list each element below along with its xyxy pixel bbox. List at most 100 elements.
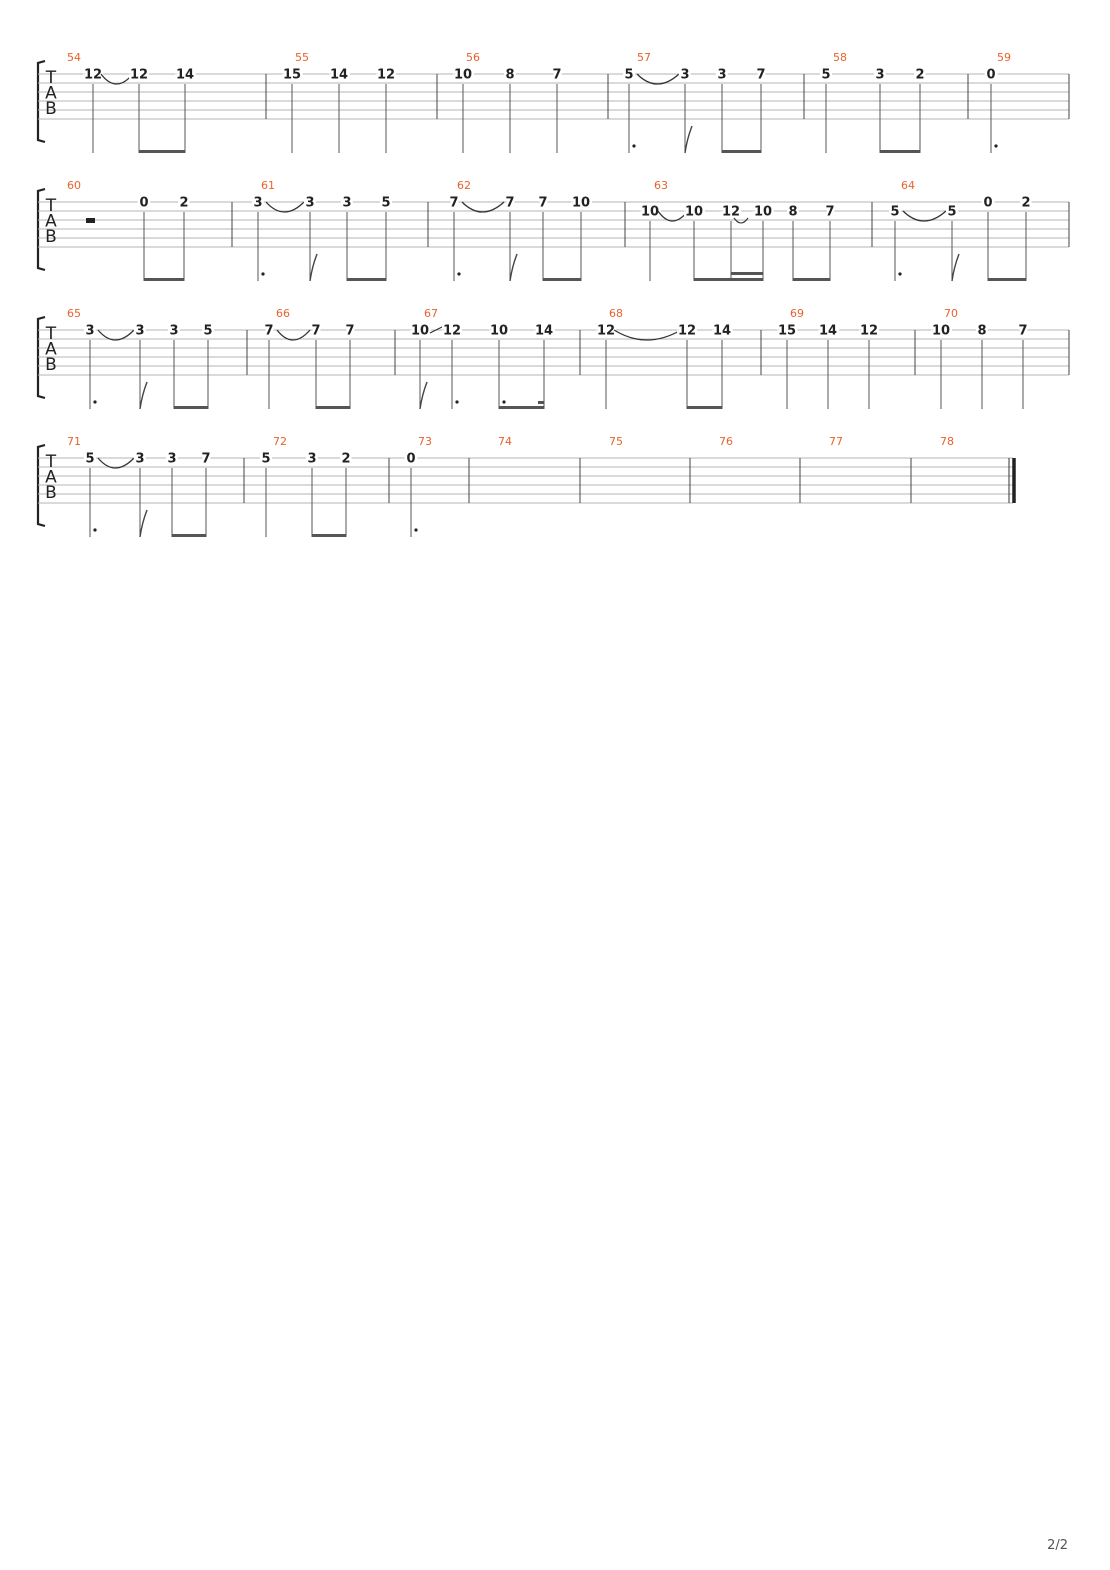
measure-number: 65 (67, 307, 81, 320)
tab-clef-letter: T (45, 452, 57, 472)
measure-number: 68 (609, 307, 623, 320)
fret-number: 14 (330, 68, 348, 83)
page-number: 2/2 (1047, 1538, 1068, 1553)
tie-arc (636, 73, 680, 85)
fret-number: 5 (203, 324, 212, 339)
measure-number: 58 (833, 51, 847, 64)
fret-number: 2 (915, 68, 924, 83)
measure-number: 54 (67, 51, 81, 64)
duration-dot (455, 400, 459, 404)
duration-dot (93, 400, 97, 404)
beam (499, 406, 544, 409)
fret-number: 5 (624, 68, 633, 83)
fret-number: 12 (597, 324, 615, 339)
tab-clef-letter: B (45, 99, 57, 119)
measure-number: 57 (637, 51, 651, 64)
measure: 730 (404, 435, 432, 537)
beam (316, 406, 350, 409)
tie-arc (902, 210, 947, 222)
beam (694, 278, 763, 281)
partial-beam (538, 401, 544, 404)
fret-number: 5 (381, 196, 390, 211)
tab-clef-letter: B (45, 483, 57, 503)
measure-number: 56 (466, 51, 480, 64)
measure-number: 64 (901, 179, 915, 192)
tab-clef-letter: T (45, 196, 57, 216)
fret-number: 3 (253, 196, 262, 211)
measure-number: 78 (940, 435, 954, 448)
fret-number: 10 (490, 324, 508, 339)
fret-number: 10 (641, 205, 659, 220)
tie-arc (100, 73, 134, 85)
fret-number: 12 (377, 68, 395, 83)
fret-number: 7 (505, 196, 514, 211)
fret-number: 14 (535, 324, 553, 339)
tab-clef-letter: A (45, 468, 57, 488)
measure: 78 (940, 435, 954, 448)
measure: 74 (498, 435, 512, 448)
measure: 76 (719, 435, 733, 448)
tie-arc (613, 329, 682, 341)
fret-number: 7 (756, 68, 765, 83)
beam (312, 534, 346, 537)
tie-arc (97, 329, 135, 341)
duration-dot (414, 528, 418, 532)
fret-number: 12 (130, 68, 148, 83)
fret-number: 7 (201, 452, 210, 467)
measure-number: 77 (829, 435, 843, 448)
tie-arc (97, 457, 135, 469)
duration-dot (632, 144, 636, 148)
fret-number: 3 (135, 324, 144, 339)
secondary-beam (731, 272, 763, 275)
beam (543, 278, 581, 281)
beam (880, 150, 920, 153)
duration-dot (261, 272, 265, 276)
fret-number: 8 (788, 205, 797, 220)
fret-number: 15 (778, 324, 796, 339)
duration-dot (502, 400, 506, 404)
duration-dot (994, 144, 998, 148)
tab-clef-letter: A (45, 212, 57, 232)
measure-number: 55 (295, 51, 309, 64)
duration-dot (898, 272, 902, 276)
measure-number: 67 (424, 307, 438, 320)
fret-number: 10 (572, 196, 590, 211)
measure-number: 73 (418, 435, 432, 448)
measure-number: 60 (67, 179, 81, 192)
duration-dot (93, 528, 97, 532)
tab-clef-letter: A (45, 84, 57, 104)
tab-clef-letter: B (45, 227, 57, 247)
duration-dot (457, 272, 461, 276)
fret-number: 14 (819, 324, 837, 339)
fret-number: 7 (538, 196, 547, 211)
fret-number: 10 (932, 324, 950, 339)
fret-number: 7 (264, 324, 273, 339)
beam (722, 150, 761, 153)
note-flag (684, 125, 693, 154)
measure: 590 (984, 51, 1011, 153)
slur-arc (733, 217, 749, 224)
note-flag (139, 381, 148, 410)
fret-number: 2 (1021, 196, 1030, 211)
tab-clef-letter: A (45, 340, 57, 360)
tab-clef-letter: B (45, 355, 57, 375)
tab-clef-letter: T (45, 324, 57, 344)
fret-number: 10 (685, 205, 703, 220)
fret-number: 10 (454, 68, 472, 83)
measure-number: 72 (273, 435, 287, 448)
